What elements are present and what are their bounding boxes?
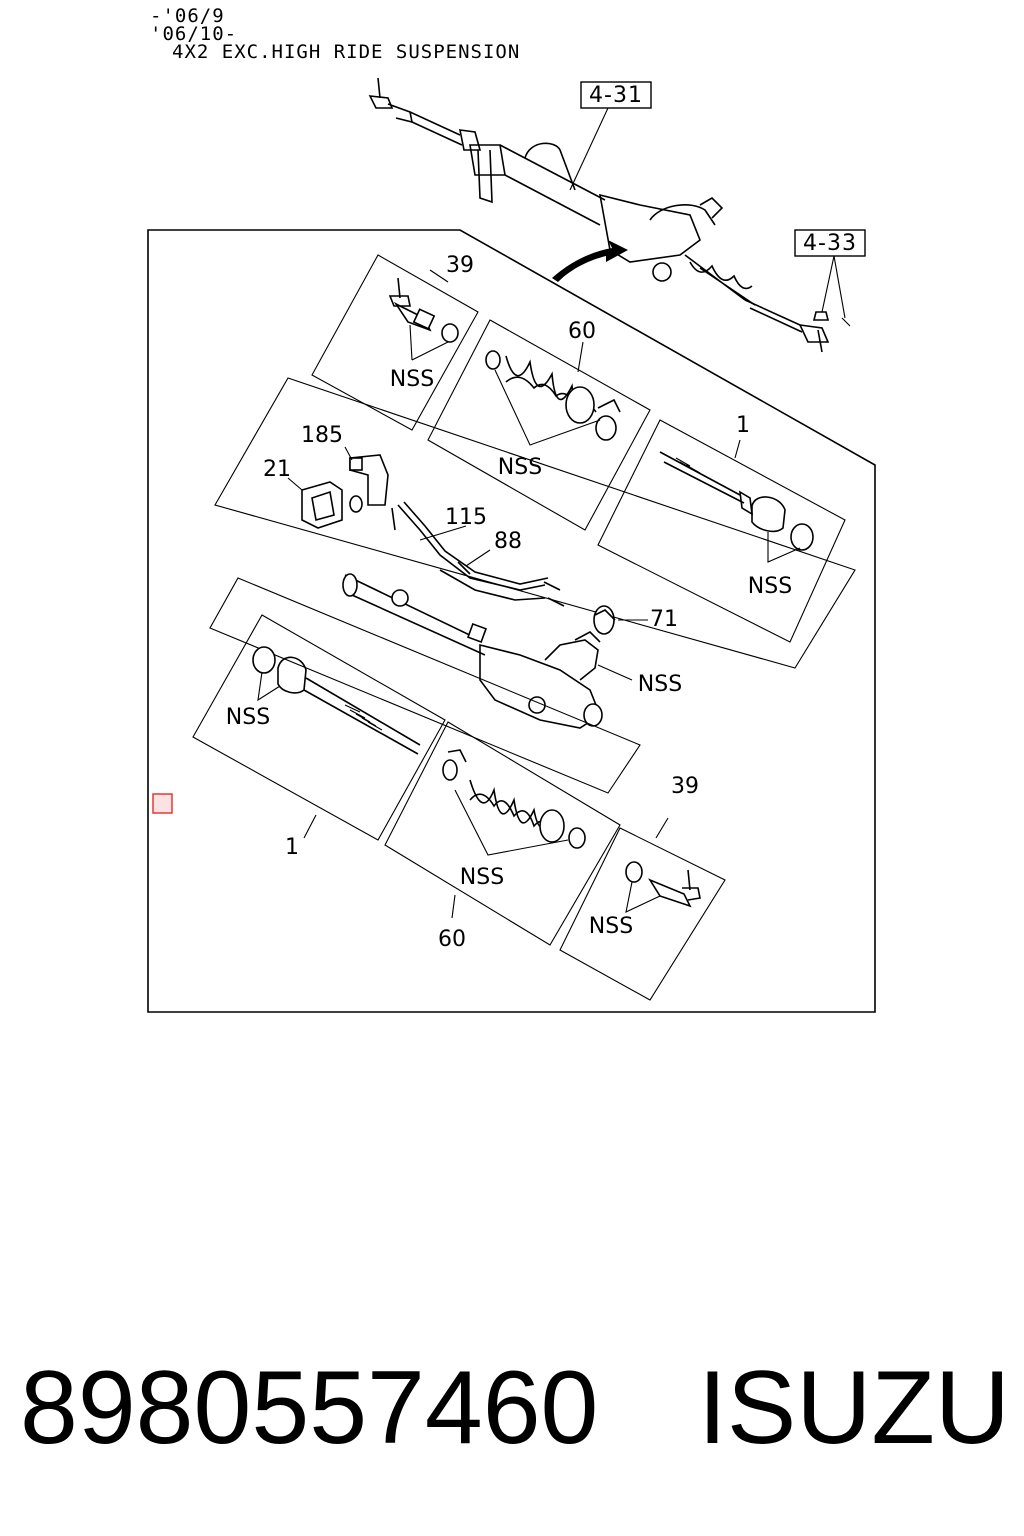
label-nss-boot-bottom: NSS — [460, 865, 504, 890]
label-nss-gear: NSS — [638, 672, 682, 697]
group-inner-rod-bottom — [192, 577, 641, 841]
date-range-after: '06/10- — [150, 23, 237, 45]
label-nss-inner-rod-bottom: NSS — [226, 705, 270, 730]
label-39-top: 39 — [446, 253, 474, 278]
group-gear-housing — [214, 377, 856, 729]
ref-box-4-31[interactable]: 4-31 — [580, 81, 652, 109]
label-21: 21 — [263, 457, 291, 482]
label-71: 71 — [650, 607, 678, 632]
steering-gear-assembly-overview — [368, 77, 851, 353]
application-note: 4X2 EXC.HIGH RIDE SUSPENSION — [172, 41, 520, 63]
group-inner-rod-top — [597, 419, 846, 643]
label-60-top: 60 — [568, 319, 596, 344]
label-39-bottom: 39 — [671, 774, 699, 799]
selection-marker[interactable] — [152, 793, 173, 814]
label-115: 115 — [445, 505, 487, 530]
label-185: 185 — [301, 423, 343, 448]
exploded-view-frame — [147, 229, 876, 1013]
label-1-bottom: 1 — [285, 835, 299, 860]
ref-label-4-33: 4-33 — [803, 231, 857, 256]
part-number: 8980557460 — [20, 1350, 599, 1466]
label-60-bottom: 60 — [438, 927, 466, 952]
group-tie-rod-end-bottom — [559, 817, 726, 1001]
label-88: 88 — [494, 529, 522, 554]
label-nss-inner-rod-top: NSS — [748, 574, 792, 599]
parts-diagram: -'06/9 '06/10- 4X2 EXC.HIGH RIDE SUSPENS… — [147, 5, 876, 1013]
group-boot-top — [427, 319, 651, 531]
group-boot-bottom — [384, 721, 621, 946]
label-1-top: 1 — [736, 413, 750, 438]
date-range-before: -'06/9 — [150, 5, 225, 27]
brand-name: ISUZU — [698, 1350, 1010, 1466]
label-nss-boot-top: NSS — [498, 455, 542, 480]
ref-box-4-33[interactable]: 4-33 — [794, 229, 866, 257]
label-nss-tie-rod-end-top: NSS — [390, 367, 434, 392]
group-tie-rod-end-top — [311, 254, 479, 431]
ref-label-4-31: 4-31 — [589, 83, 643, 108]
footer: 8980557460 ISUZU — [20, 1348, 1010, 1468]
label-nss-tie-rod-end-bottom: NSS — [589, 914, 633, 939]
